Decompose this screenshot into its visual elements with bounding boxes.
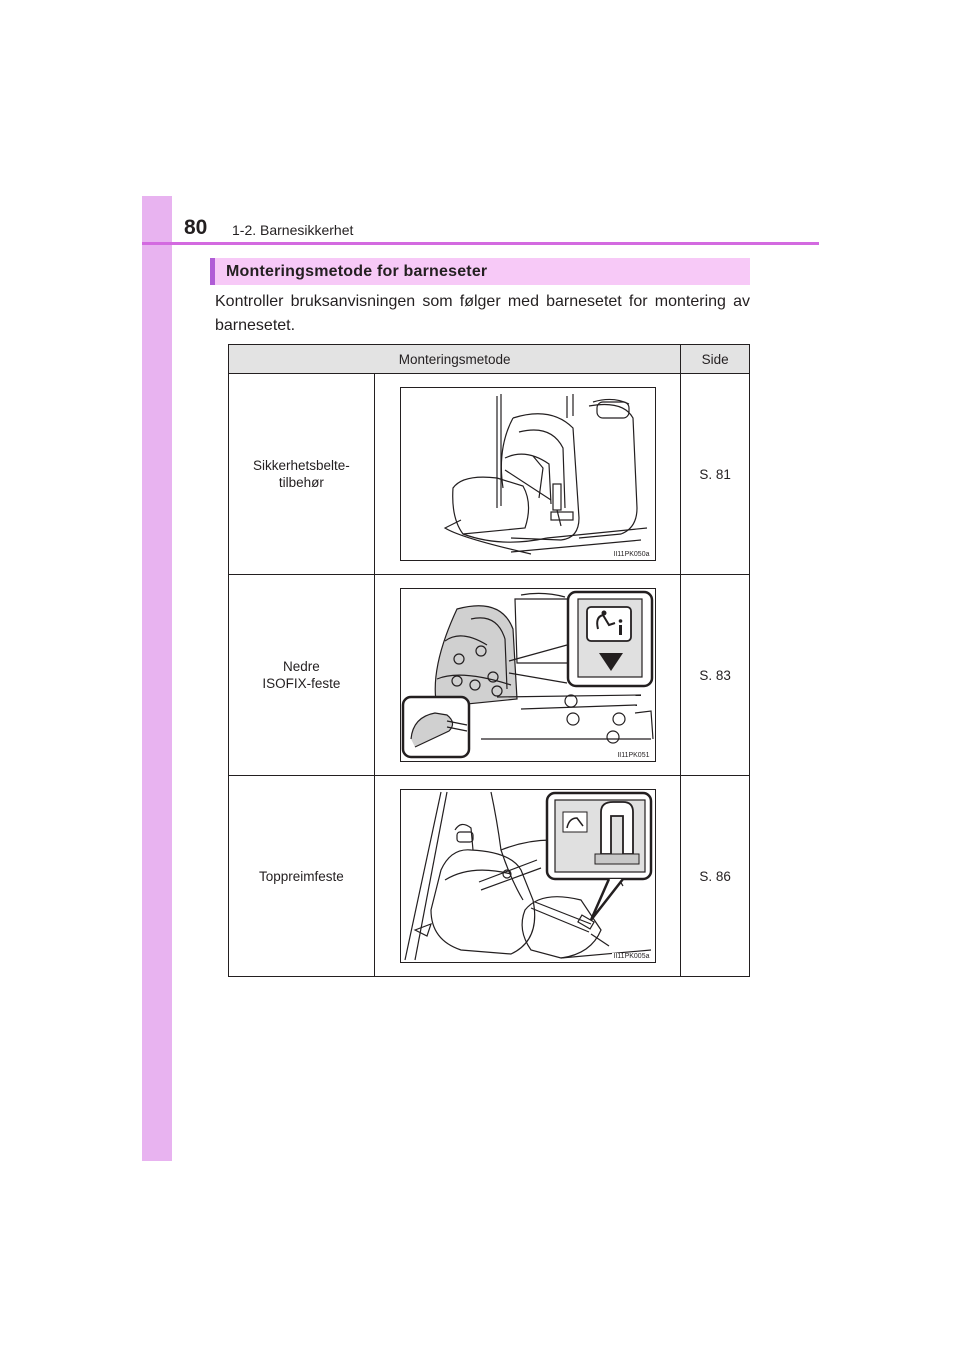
method-label-line: ISOFIX-feste (262, 676, 341, 691)
method-label-line: tilbehør (278, 475, 324, 490)
page-ref-cell: S. 81 (680, 373, 750, 575)
section-title: 1-2. Barnesikkerhet (232, 222, 354, 238)
figure-code: II11PK005a (612, 953, 651, 960)
method-label-cell: Nedre ISOFIX-feste (228, 574, 375, 776)
method-label-line: Sikkerhetsbelte- (252, 458, 350, 473)
method-label-line: Toppreimfeste (258, 868, 344, 884)
table-row: Sikkerhetsbelte- tilbehør (228, 373, 750, 575)
method-label: Sikkerhetsbelte- tilbehør (229, 457, 374, 491)
isofix-illustration: II11PK051 (399, 588, 656, 762)
header-page: Side (680, 344, 750, 374)
installation-methods-table: Monteringsmetode Side Sikkerhetsbelte- t… (227, 344, 750, 977)
figure-code: II11PK050a (612, 551, 651, 558)
page-reference: S. 81 (699, 466, 731, 482)
table-row: Nedre ISOFIX-feste (228, 574, 750, 776)
page-reference: S. 83 (699, 667, 731, 683)
chapter-side-band (142, 196, 172, 1161)
heading-text: Monteringsmetode for barneseter (226, 263, 488, 280)
method-label-cell: Toppreimfeste (228, 775, 375, 977)
method-label-line: Nedre (282, 659, 320, 674)
page-ref-cell: S. 86 (680, 775, 750, 977)
table-header-row: Monteringsmetode Side (227, 344, 750, 374)
method-label: Nedre ISOFIX-feste (229, 658, 374, 692)
method-label-cell: Sikkerhetsbelte- tilbehør (228, 373, 375, 575)
method-label: Toppreimfeste (229, 868, 374, 885)
figure-cell: II11PK050a (373, 373, 682, 575)
section-heading: Monteringsmetode for barneseter (210, 258, 750, 285)
page-reference: S. 86 (699, 868, 731, 884)
heading-accent-bar (210, 258, 215, 285)
seat-belt-child-seat-illustration: II11PK050a (399, 387, 656, 561)
top-tether-illustration: II11PK005a (399, 789, 656, 963)
header-divider (142, 242, 819, 245)
figure-cell: II11PK051 (373, 574, 682, 776)
figure-cell: II11PK005a (373, 775, 682, 977)
intro-paragraph: Kontroller bruksanvisningen som følger m… (215, 293, 750, 334)
figure-code: II11PK051 (616, 752, 651, 759)
table-row: Toppreimfeste (228, 775, 750, 977)
page-number: 80 (184, 216, 208, 239)
page-ref-cell: S. 83 (680, 574, 750, 776)
header-method: Monteringsmetode (227, 344, 682, 374)
